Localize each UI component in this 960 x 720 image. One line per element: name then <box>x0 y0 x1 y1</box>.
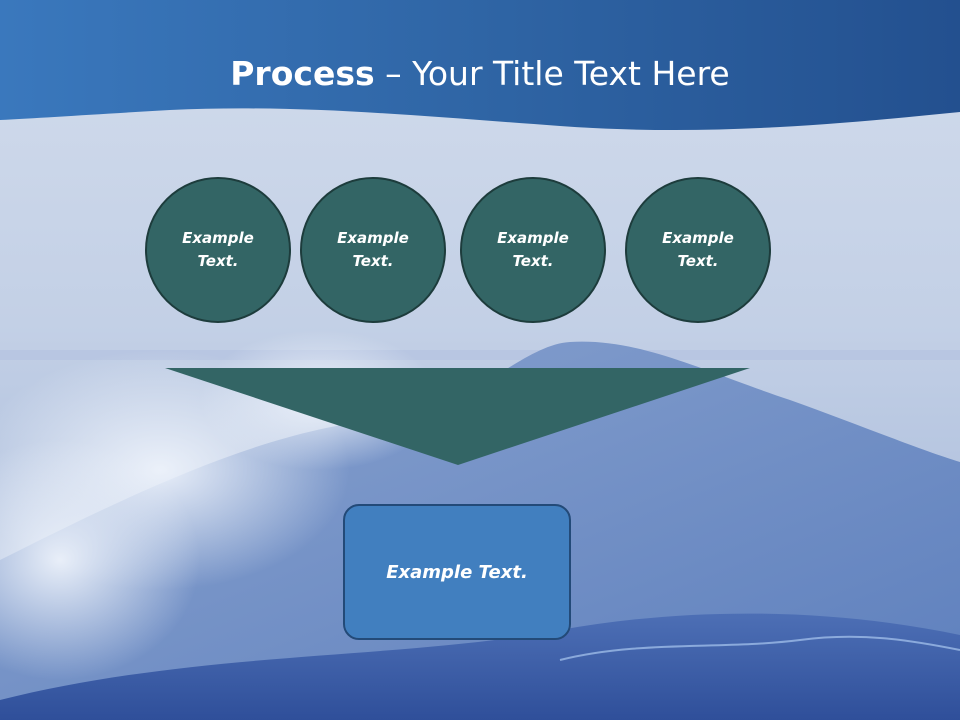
output-label: Example Text. <box>386 561 528 583</box>
title-bold: Process <box>230 54 375 93</box>
process-input-circle-2: Example Text. <box>300 177 446 323</box>
circle-label-2: Example Text. <box>337 229 409 270</box>
slide-title: Process – Your Title Text Here <box>0 52 960 96</box>
funnel-arrow <box>165 368 750 465</box>
circle-label-4: Example Text. <box>662 229 734 270</box>
process-output-box: Example Text. <box>343 504 571 640</box>
circle-label-1: Example Text. <box>182 229 254 270</box>
process-input-circle-4: Example Text. <box>625 177 771 323</box>
process-input-circle-3: Example Text. <box>460 177 606 323</box>
title-rest: – Your Title Text Here <box>374 54 730 93</box>
circle-label-3: Example Text. <box>497 229 569 270</box>
process-input-circle-1: Example Text. <box>145 177 291 323</box>
